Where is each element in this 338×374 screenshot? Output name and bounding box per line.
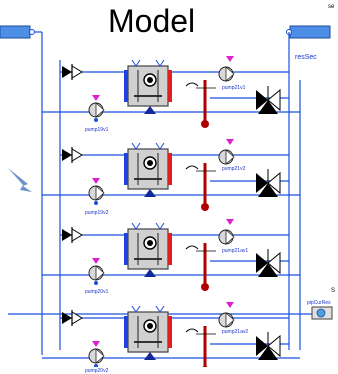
thermometer-bulb — [201, 120, 209, 128]
hx-sensor — [147, 323, 153, 329]
label-resSec: resSec — [295, 54, 317, 61]
pipe-sensor — [316, 308, 326, 318]
hx-cold-side — [124, 233, 128, 265]
pump-icon — [95, 102, 105, 118]
label-pump21av1: pump21av1 — [222, 248, 249, 254]
check-valve-icon — [62, 66, 72, 78]
hx-port-top — [155, 305, 165, 313]
pump-icon — [225, 312, 235, 328]
three-way-valve-icon — [267, 334, 281, 358]
pump-port — [94, 281, 98, 285]
three-way-valve-icon — [258, 183, 278, 197]
hx-port-top — [131, 305, 141, 313]
thermometer-reading — [185, 82, 199, 87]
hx-cold-side — [124, 153, 128, 185]
thermometer-reading — [185, 165, 199, 170]
check-valve-icon — [62, 312, 72, 324]
hx-port-top — [155, 59, 165, 67]
hx-port-top — [131, 59, 141, 67]
three-way-valve-icon — [267, 88, 281, 112]
hx-port-icon — [144, 106, 156, 114]
hx-hot-side — [168, 153, 172, 185]
thermometer-reading — [185, 245, 199, 250]
hx-port-icon — [144, 352, 156, 360]
pump-setpoint-icon — [92, 341, 100, 347]
pump-icon — [225, 66, 235, 82]
label-pump21v1: pump21v1 — [222, 85, 246, 91]
hx-hot-side — [168, 316, 172, 348]
check-valve-icon — [71, 228, 83, 242]
three-way-valve-icon — [258, 100, 278, 114]
pump-port — [94, 201, 98, 205]
outlet-pipe — [289, 25, 331, 39]
pump-setpoint-icon — [226, 56, 234, 62]
pump-setpoint-icon — [92, 95, 100, 101]
label-pipe: pipCurRes — [307, 300, 331, 306]
inlet-port — [29, 29, 35, 35]
pump-setpoint-icon — [92, 258, 100, 264]
three-way-valve-icon — [258, 263, 278, 277]
label-pump21av2: pump21av2 — [222, 329, 249, 335]
pump-setpoint-icon — [226, 302, 234, 308]
hx-sensor — [147, 240, 153, 246]
diagram-title: Model — [108, 3, 196, 39]
pump-setpoint-icon — [226, 219, 234, 225]
three-way-valve-icon — [256, 253, 268, 273]
three-way-valve-icon — [256, 90, 268, 110]
hx-port-top — [155, 142, 165, 150]
check-valve-icon — [71, 148, 83, 162]
pump-icon — [225, 149, 235, 165]
label-mid-right-cut: S — [331, 288, 336, 294]
hx-hot-side — [168, 70, 172, 102]
three-way-valve-icon — [267, 171, 281, 195]
hx-sensor — [147, 160, 153, 166]
hx-sensor — [147, 77, 153, 83]
three-way-valve-icon — [256, 173, 268, 193]
check-valve-icon — [62, 149, 72, 161]
pump-icon — [95, 348, 105, 364]
three-way-valve-icon — [256, 336, 268, 356]
pump-setpoint-icon — [92, 178, 100, 184]
inlet-pipe — [0, 25, 31, 39]
label-top-right-cut: se — [328, 4, 335, 10]
pointer-arrow — [8, 168, 32, 192]
thermometer-bulb — [201, 283, 209, 291]
hx-port-icon — [144, 189, 156, 197]
pump-port — [94, 118, 98, 122]
thermometer-reading — [185, 328, 199, 333]
check-valve-icon — [71, 65, 83, 79]
label-pump19v1: pump19v1 — [85, 127, 109, 133]
label-pump21v2: pump21v2 — [222, 166, 246, 172]
hx-port-top — [131, 222, 141, 230]
check-valve-icon — [62, 229, 72, 241]
hx-cold-side — [124, 316, 128, 348]
hx-port-top — [131, 142, 141, 150]
hx-cold-side — [124, 70, 128, 102]
thermometer-bulb — [201, 203, 209, 211]
three-way-valve-icon — [267, 251, 281, 275]
pump-icon — [95, 185, 105, 201]
hx-port-top — [155, 222, 165, 230]
pump-icon — [225, 229, 235, 245]
pump-icon — [95, 265, 105, 281]
pump-setpoint-icon — [226, 139, 234, 145]
label-pump20v2: pump20v2 — [85, 368, 109, 374]
label-pump19v2: pump19v2 — [85, 210, 109, 216]
three-way-valve-icon — [258, 346, 278, 360]
hx-hot-side — [168, 233, 172, 265]
hx-port-icon — [144, 269, 156, 277]
label-pump20v1: pump20v1 — [85, 289, 109, 295]
